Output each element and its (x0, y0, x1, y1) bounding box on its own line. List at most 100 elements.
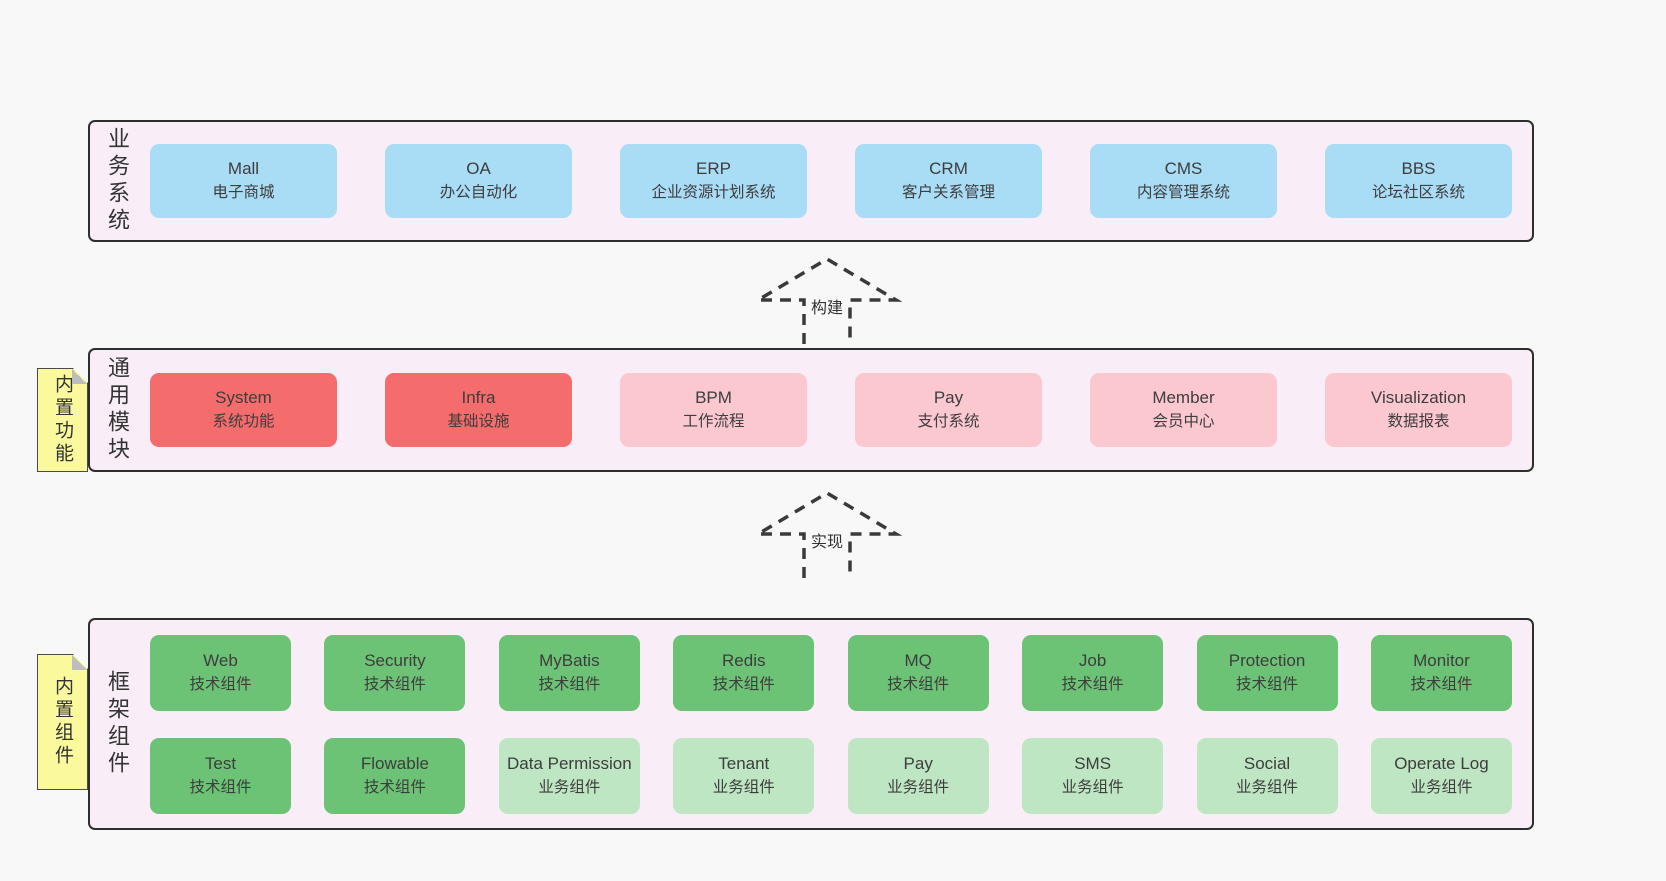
box-title: Flowable (360, 753, 429, 773)
box-tenant: Tenant 业务组件 (673, 737, 815, 814)
box-data-permission: Data Permission 业务组件 (498, 737, 640, 814)
box-title: Infra (461, 388, 496, 408)
business-box-row: Mall 电子商城 OA 办公自动化 ERP 企业资源计划系统 CRM 客户关系管理 CMS 内容… (128, 144, 1532, 218)
section-label: 框架组件 (105, 670, 130, 778)
box-test: Test 技术组件 (150, 737, 291, 814)
box-subtitle: 技术组件 (189, 675, 252, 693)
box-title: Monitor (1413, 650, 1470, 670)
box-subtitle: 企业资源计划系统 (651, 184, 776, 202)
section-business-systems: 业务系统 Mall 电子商城 OA 办公自动化 ERP 企业资源计划系统 CRM 客户关系管理… (88, 120, 1534, 242)
box-flowable: Flowable 技术组件 (324, 737, 466, 814)
section-label: 通用模块 (105, 356, 130, 464)
build-arrow-label: 构建 (806, 294, 848, 318)
box-subtitle: 技术组件 (712, 675, 775, 693)
box-subtitle: 业务组件 (538, 778, 601, 796)
box-title: BBS (1401, 159, 1436, 179)
sticky-tab-label: 内置功能 (52, 374, 73, 466)
box-subtitle: 电子商城 (212, 184, 275, 202)
box-subtitle: 业务组件 (1061, 778, 1124, 796)
implement-arrow-label: 实现 (806, 528, 848, 552)
box-title: ERP (696, 159, 731, 179)
box-title: Protection (1228, 650, 1306, 670)
box-title: Visualization (1370, 388, 1467, 408)
box-cms: CMS 内容管理系统 (1090, 144, 1277, 218)
box-mall: Mall 电子商城 (150, 144, 337, 218)
box-title: Security (364, 650, 426, 670)
box-social: Social 业务组件 (1196, 737, 1338, 814)
box-subtitle: 办公自动化 (439, 184, 518, 202)
box-subtitle: 业务组件 (1236, 778, 1299, 796)
box-title: CRM (929, 159, 968, 179)
implement-arrow: 实现 (752, 488, 902, 580)
sticky-tab-label: 内置组件 (52, 676, 73, 768)
box-title: CMS (1164, 159, 1203, 179)
box-title: Test (204, 753, 237, 773)
box-system: System 系统功能 (150, 373, 337, 447)
box-title: Member (1152, 388, 1215, 408)
box-subtitle: 论坛社区系统 (1371, 184, 1465, 202)
box-subtitle: 业务组件 (712, 778, 775, 796)
box-subtitle: 支付系统 (917, 413, 980, 431)
box-subtitle: 系统功能 (212, 413, 275, 431)
box-title: Mall (227, 159, 260, 179)
box-title: Web (203, 650, 238, 670)
box-subtitle: 技术组件 (1236, 675, 1299, 693)
box-protection: Protection 技术组件 (1196, 634, 1338, 711)
box-title: Redis (722, 650, 766, 670)
section-label: 业务系统 (105, 127, 130, 235)
box-title: System (215, 388, 272, 408)
box-bbs: BBS 论坛社区系统 (1325, 144, 1512, 218)
box-title: Tenant (718, 753, 770, 773)
box-subtitle: 数据报表 (1387, 413, 1450, 431)
box-subtitle: 技术组件 (1410, 675, 1473, 693)
box-sms: SMS 业务组件 (1022, 737, 1164, 814)
box-title: Social (1243, 753, 1291, 773)
box-title: SMS (1074, 753, 1112, 773)
box-subtitle: 基础设施 (447, 413, 510, 431)
box-subtitle: 客户关系管理 (901, 184, 995, 202)
box-title: BPM (695, 388, 732, 408)
box-subtitle: 业务组件 (1410, 778, 1473, 796)
box-erp: ERP 企业资源计划系统 (620, 144, 807, 218)
box-operate-log: Operate Log 业务组件 (1370, 737, 1512, 814)
box-subtitle: 内容管理系统 (1136, 184, 1230, 202)
box-subtitle: 技术组件 (1061, 675, 1124, 693)
sticky-tab-built-in-features: 内置功能 (37, 368, 88, 472)
build-arrow: 构建 (752, 254, 902, 346)
box-title: MyBatis (539, 650, 600, 670)
box-web: Web 技术组件 (150, 634, 291, 711)
box-title: Job (1078, 650, 1107, 670)
box-mybatis: MyBatis 技术组件 (498, 634, 640, 711)
box-monitor: Monitor 技术组件 (1370, 634, 1512, 711)
box-subtitle: 技术组件 (363, 675, 426, 693)
box-title: Operate Log (1394, 753, 1489, 773)
box-redis: Redis 技术组件 (673, 634, 815, 711)
box-subtitle: 技术组件 (887, 675, 950, 693)
sticky-tab-built-in-components: 内置组件 (37, 654, 88, 790)
box-title: MQ (904, 650, 932, 670)
box-subtitle: 技术组件 (189, 778, 252, 796)
box-infra: Infra 基础设施 (385, 373, 572, 447)
box-security: Security 技术组件 (324, 634, 466, 711)
box-crm: CRM 客户关系管理 (855, 144, 1042, 218)
box-title: Pay (933, 388, 964, 408)
box-title: OA (466, 159, 491, 179)
box-visualization: Visualization 数据报表 (1325, 373, 1512, 447)
box-mq: MQ 技术组件 (847, 634, 989, 711)
box-oa: OA 办公自动化 (385, 144, 572, 218)
box-subtitle: 技术组件 (538, 675, 601, 693)
dashed-up-arrow-icon (752, 256, 902, 344)
box-title: Pay (903, 753, 933, 773)
box-title: Data Permission (506, 753, 632, 773)
box-subtitle: 技术组件 (363, 778, 426, 796)
